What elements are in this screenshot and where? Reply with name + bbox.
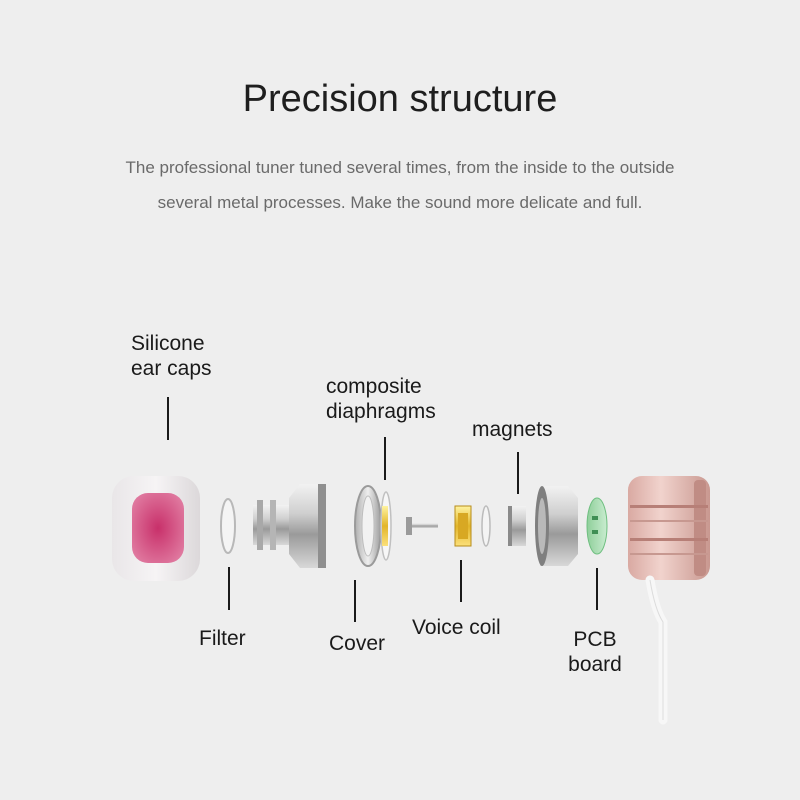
rose-gold-housing bbox=[628, 476, 710, 580]
subtitle-line-1: The professional tuner tuned several tim… bbox=[125, 158, 675, 177]
silicone-ear-cap bbox=[112, 476, 200, 581]
cover-ring bbox=[354, 485, 382, 567]
magnet-pot bbox=[535, 486, 578, 566]
page-title: Precision structure bbox=[242, 78, 558, 120]
composite-diaphragm bbox=[380, 491, 392, 561]
label-filter: Filter bbox=[199, 627, 246, 650]
leader-lines bbox=[167, 397, 598, 622]
label-cover: Cover bbox=[329, 632, 386, 655]
earphone-cable-edge bbox=[649, 579, 664, 720]
earphone-cable bbox=[645, 575, 668, 725]
spacer-ring bbox=[481, 505, 491, 547]
pcb-board bbox=[586, 497, 608, 555]
filter-disc bbox=[220, 498, 236, 554]
label-voice-coil: Voice coil bbox=[412, 616, 501, 639]
connector-pin bbox=[406, 517, 438, 535]
voice-coil bbox=[454, 505, 472, 547]
magnet bbox=[508, 506, 526, 546]
label-magnets: magnets bbox=[472, 418, 553, 441]
nozzle-housing bbox=[253, 484, 326, 568]
subtitle-line-2: several metal processes. Make the sound … bbox=[157, 193, 643, 212]
